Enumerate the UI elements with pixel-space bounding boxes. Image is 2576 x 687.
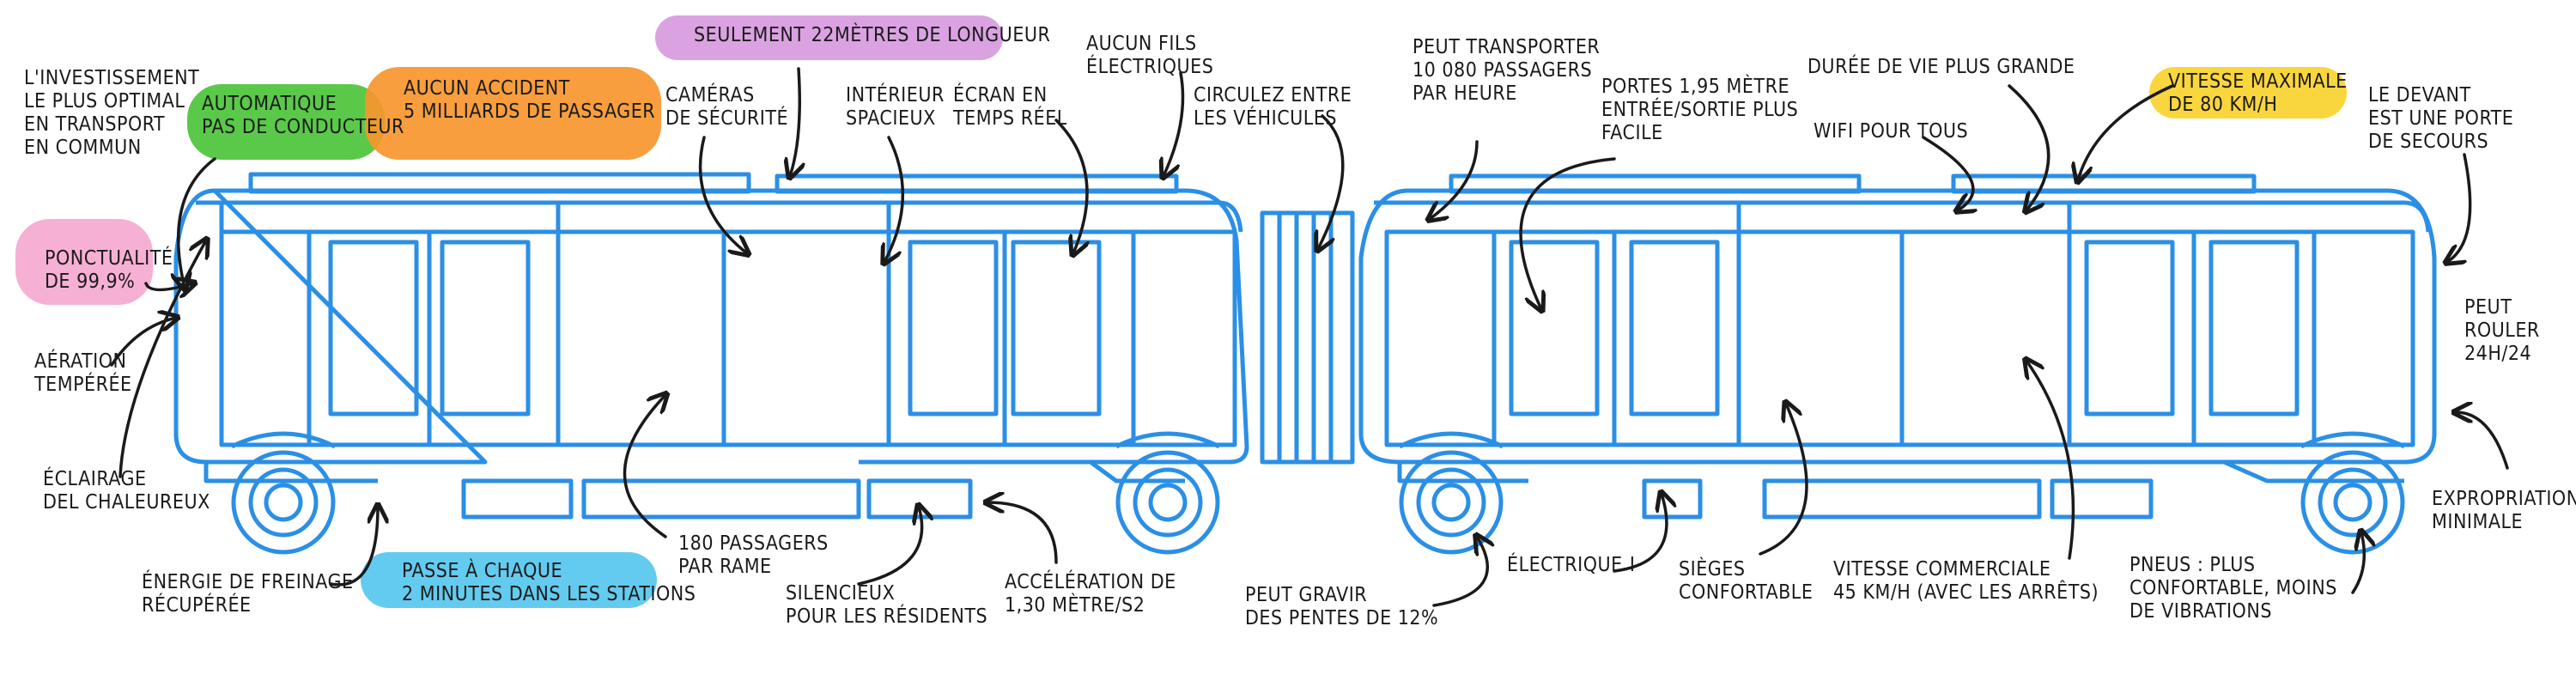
label-transporter: Peut transporter 10 080 passagers par he…: [1413, 36, 1601, 105]
label-ponctualite: Ponctualité de 99,9%: [45, 247, 173, 293]
label-rouler: Peut rouler 24h/24: [2464, 296, 2540, 365]
label-investissement: L'investissement le plus optimal en tran…: [24, 67, 200, 159]
highlight-vitesse-max: [2149, 67, 2347, 119]
label-interieur: Intérieur spacieux: [846, 84, 945, 130]
label-accident: Aucun accident 5 milliards de passager: [404, 77, 656, 123]
label-acceleration: Accélération de 1,30 mètre/s2: [1005, 571, 1176, 617]
label-wifi: Wifi pour tous: [1814, 120, 1969, 143]
label-cameras: Caméras de sécurité: [665, 84, 789, 130]
highlight-passe: [361, 552, 657, 608]
highlight-ponctualite: [15, 219, 153, 305]
label-devant: Le devant est une porte de secours: [2368, 84, 2514, 153]
label-duree: Durée de vie plus grande: [1807, 56, 2075, 78]
label-pentes: Peut gravir des pentes de 12%: [1245, 584, 1439, 629]
label-electrique: Électrique !: [1507, 554, 1637, 576]
label-silencieux: Silencieux pour les résidents: [786, 582, 988, 628]
highlight-automatique: [187, 84, 385, 160]
label-expropriation: Expropriation minimale: [2432, 488, 2576, 533]
label-circulez: Circulez entre les véhicules: [1194, 84, 1352, 130]
highlight-accident: [365, 67, 661, 160]
label-passagers: 180 passagers par rame: [678, 532, 829, 578]
label-automatique: Automatique pas de conducteur: [202, 93, 404, 138]
label-portes: Portes 1,95 mètre entrée/sortie plus fac…: [1601, 76, 1799, 144]
label-eclairage: Éclairage DEL chaleureux: [43, 468, 210, 514]
label-longueur: Seulement 22mètres de longueur: [694, 24, 1051, 46]
label-vitesse-max: Vitesse maximale de 80 km/h: [2168, 70, 2348, 116]
label-freinage: Énergie de freinage récupérée: [142, 571, 354, 617]
label-sieges: Sièges confortable: [1679, 558, 1814, 604]
label-pneus: Pneus : plus confortable, moins de vibra…: [2129, 554, 2337, 623]
highlight-longueur: [655, 15, 1003, 60]
label-ecran: Écran en temps réel: [953, 84, 1067, 130]
label-aeration: Aération tempérée: [34, 350, 132, 396]
label-passe: Passe à chaque 2 minutes dans les statio…: [402, 560, 696, 605]
label-vitesse-com: Vitesse commerciale 45 km/h (avec les ar…: [1833, 558, 2099, 604]
label-fils: Aucun fils électriques: [1086, 33, 1214, 78]
